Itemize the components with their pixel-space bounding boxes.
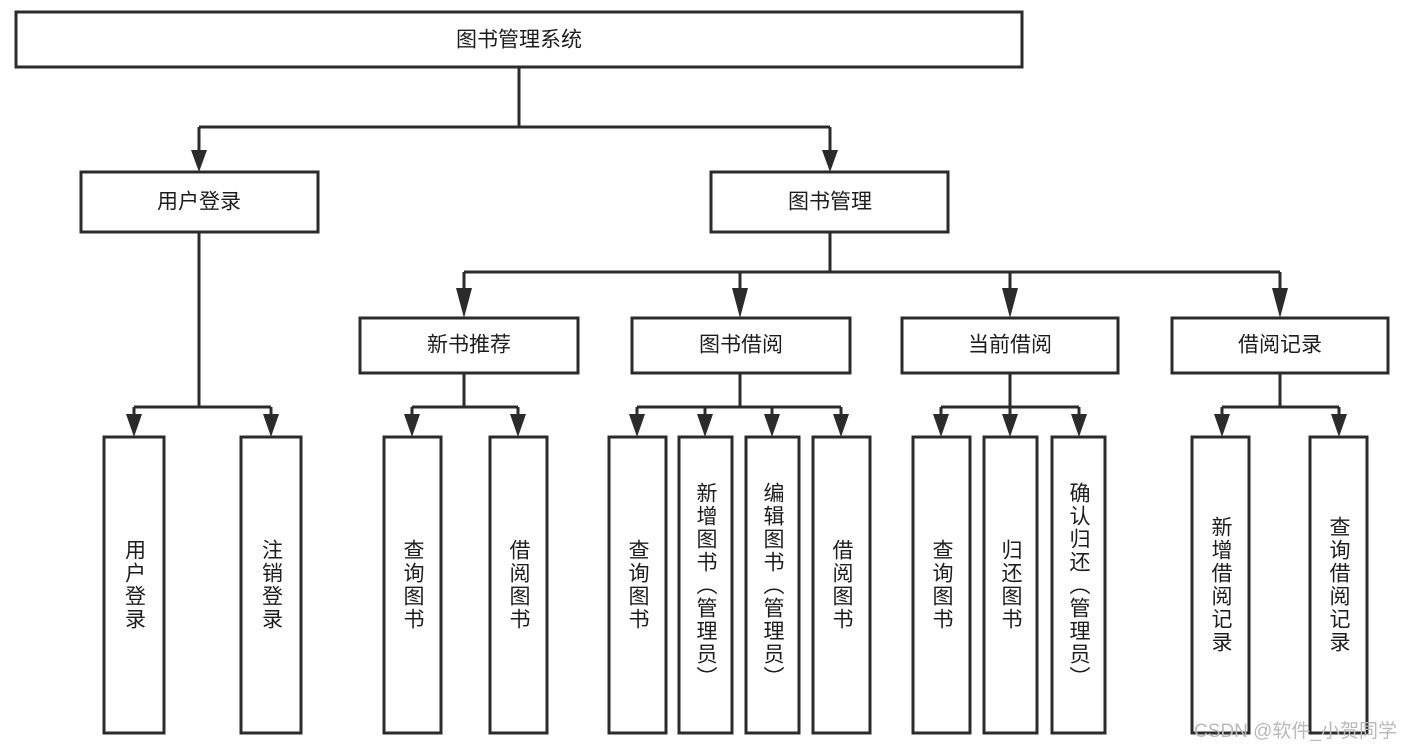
node-leaf-return-book-box[interactable]: [982, 435, 1039, 735]
node-borrow-record-box[interactable]: [1170, 316, 1390, 375]
arrow-head-leaf-user-login: [126, 414, 142, 437]
node-leaf-add-record-label: 新增借阅记录: [1209, 516, 1232, 654]
arrow-head-book-borrow: [732, 288, 748, 318]
node-new-book-rec[interactable]: 新书推荐: [358, 316, 580, 375]
node-leaf-add-record-box[interactable]: [1190, 435, 1251, 735]
arrow-head-leaf-borrow-book-2: [833, 414, 849, 437]
arrow-head-leaf-query-book-3: [933, 414, 949, 437]
node-root-box[interactable]: [14, 10, 1024, 69]
node-leaf-query-record[interactable]: 查询借阅记录: [1308, 435, 1369, 735]
node-leaf-add-book-label: 新增图书（管理员）: [694, 481, 717, 689]
node-leaf-add-record[interactable]: 新增借阅记录: [1190, 435, 1251, 735]
node-leaf-borrow-book-1-box[interactable]: [488, 435, 549, 735]
node-leaf-query-book-2-box[interactable]: [607, 435, 668, 735]
node-leaf-user-login[interactable]: 用户登录: [102, 435, 166, 735]
arrow-head-leaf-edit-book: [764, 414, 780, 437]
arrow-head-leaf-return-book: [1002, 414, 1018, 437]
arrow-head-leaf-confirm-return: [1071, 414, 1087, 437]
node-leaf-query-book-3-box[interactable]: [911, 435, 972, 735]
node-leaf-return-book[interactable]: 归还图书: [982, 435, 1039, 735]
arrow-head-leaf-borrow-book-1: [510, 414, 526, 437]
node-leaf-logout-login-label: 注销登录: [259, 539, 283, 631]
node-leaf-confirm-return[interactable]: 确认归还（管理员）: [1050, 435, 1107, 735]
arrow-head-leaf-add-record: [1214, 414, 1230, 437]
node-leaf-user-login-label: 用户登录: [122, 539, 146, 631]
arrow-head-leaf-query-book-2: [629, 414, 645, 437]
node-borrow-record-label: 借阅记录: [1238, 334, 1322, 357]
node-book-borrow[interactable]: 图书借阅: [630, 316, 852, 375]
node-leaf-query-book-2[interactable]: 查询图书: [607, 435, 668, 735]
node-leaf-borrow-book-1-label: 借阅图书: [507, 539, 530, 631]
node-leaf-edit-book-box[interactable]: [744, 435, 801, 735]
arrow-head-book-manage: [822, 150, 838, 172]
node-book-manage-label: 图书管理: [788, 191, 872, 214]
node-leaf-query-record-label: 查询借阅记录: [1327, 516, 1350, 654]
arrow-head-leaf-query-book-1: [404, 414, 420, 437]
node-user-login-box[interactable]: [79, 170, 320, 234]
node-leaf-confirm-return-box[interactable]: [1050, 435, 1107, 735]
node-root-label: 图书管理系统: [456, 29, 582, 52]
node-book-manage-box[interactable]: [709, 170, 950, 234]
arrow-head-borrow-record: [1272, 288, 1288, 318]
arrow-head-leaf-logout-login: [263, 414, 279, 437]
node-book-borrow-box[interactable]: [630, 316, 852, 375]
node-user-login-label: 用户登录: [157, 191, 241, 214]
node-leaf-logout-login[interactable]: 注销登录: [239, 435, 303, 735]
node-root[interactable]: 图书管理系统: [14, 10, 1024, 69]
node-current-borrow[interactable]: 当前借阅: [900, 316, 1120, 375]
node-leaf-add-book-box[interactable]: [677, 435, 734, 735]
node-new-book-rec-box[interactable]: [358, 316, 580, 375]
arrow-head-new-book-rec: [456, 288, 472, 318]
node-leaf-logout-login-box[interactable]: [239, 435, 303, 735]
node-leaf-borrow-book-1[interactable]: 借阅图书: [488, 435, 549, 735]
node-leaf-query-book-1-box[interactable]: [382, 435, 443, 735]
node-leaf-query-book-3-label: 查询图书: [930, 539, 953, 631]
node-leaf-query-record-box[interactable]: [1308, 435, 1369, 735]
node-leaf-borrow-book-2[interactable]: 借阅图书: [811, 435, 872, 735]
arrow-head-leaf-add-book: [697, 414, 713, 437]
node-book-manage[interactable]: 图书管理: [709, 170, 950, 234]
arrow-head-leaf-query-record: [1331, 414, 1347, 437]
node-leaf-borrow-book-2-label: 借阅图书: [830, 539, 853, 631]
node-leaf-confirm-return-label: 确认归还（管理员）: [1067, 481, 1090, 689]
node-leaf-query-book-3[interactable]: 查询图书: [911, 435, 972, 735]
node-current-borrow-label: 当前借阅: [968, 334, 1052, 357]
node-leaf-user-login-box[interactable]: [102, 435, 166, 735]
node-leaf-edit-book[interactable]: 编辑图书（管理员）: [744, 435, 801, 735]
node-leaf-borrow-book-2-box[interactable]: [811, 435, 872, 735]
node-leaf-edit-book-label: 编辑图书（管理员）: [761, 481, 784, 689]
node-leaf-query-book-1-label: 查询图书: [401, 539, 424, 631]
node-borrow-record[interactable]: 借阅记录: [1170, 316, 1390, 375]
node-current-borrow-box[interactable]: [900, 316, 1120, 375]
connector-layer: [126, 67, 1347, 437]
node-leaf-query-book-1[interactable]: 查询图书: [382, 435, 443, 735]
node-book-borrow-label: 图书借阅: [699, 334, 783, 357]
node-leaf-return-book-label: 归还图书: [999, 539, 1022, 631]
node-leaf-query-book-2-label: 查询图书: [626, 539, 649, 631]
arrow-head-current-borrow: [1002, 288, 1018, 318]
node-leaf-add-book[interactable]: 新增图书（管理员）: [677, 435, 734, 735]
node-new-book-rec-label: 新书推荐: [427, 334, 511, 357]
node-user-login[interactable]: 用户登录: [79, 170, 320, 234]
arrow-head-user-login: [191, 150, 207, 172]
